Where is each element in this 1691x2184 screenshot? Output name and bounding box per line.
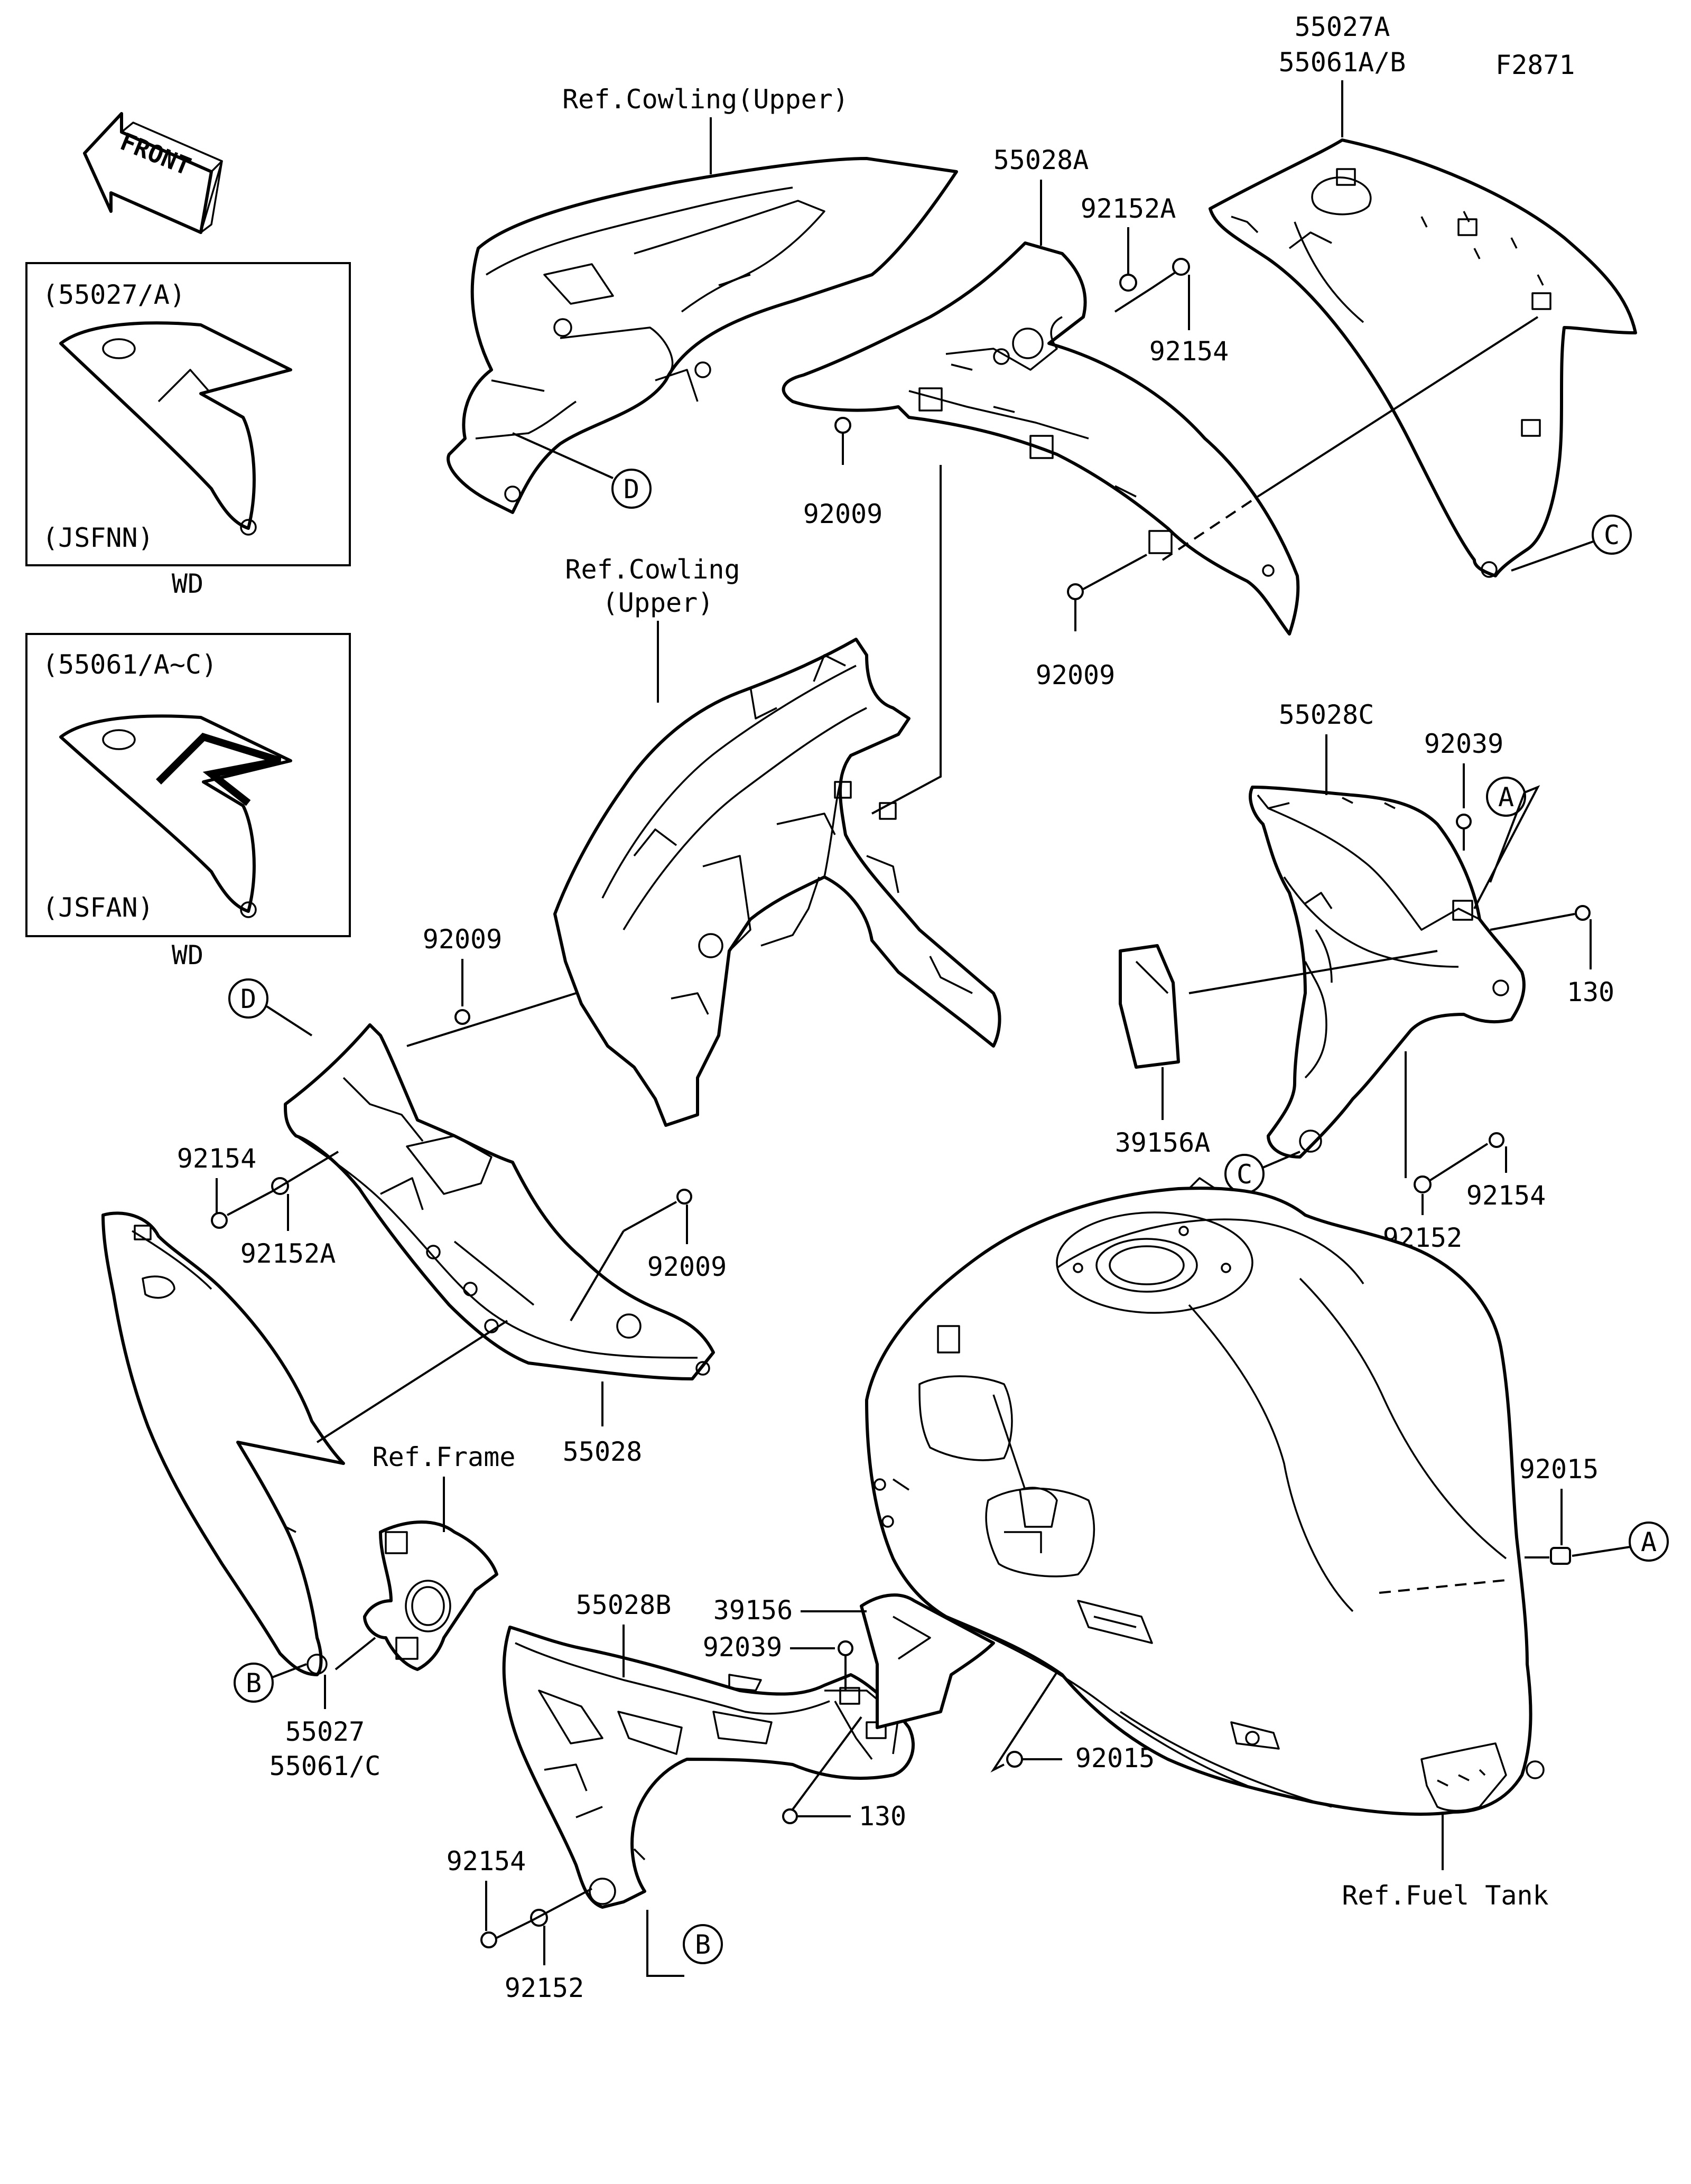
marker-D-top <box>611 469 652 509</box>
label-92152A-top: 92152A <box>1081 193 1176 224</box>
washer-icon <box>1119 274 1137 292</box>
figure-code: F2871 <box>1495 50 1575 80</box>
label-130-right: 130 <box>1567 977 1614 1007</box>
label-55061AB: 55061A/B <box>1279 47 1406 78</box>
marker-B-bottom <box>683 1924 723 1964</box>
marker-B-label-left: B <box>246 1668 262 1698</box>
inset-1-title: (55027/A) <box>42 279 185 310</box>
bolt-icon <box>1172 258 1190 276</box>
inset-55027: (55027/A) (JSFNN) <box>25 262 351 566</box>
marker-C-label-right: C <box>1237 1159 1252 1190</box>
clip-icon <box>838 1640 853 1656</box>
label-55028C: 55028C <box>1279 699 1374 730</box>
grommet-icon <box>1550 1547 1571 1565</box>
marker-B-left <box>234 1663 274 1703</box>
label-92039-right: 92039 <box>1424 729 1504 759</box>
label-92154-right: 92154 <box>1466 1180 1546 1211</box>
ref-cowling-upper-1: Ref.Cowling(Upper) <box>562 84 849 115</box>
clip-icon <box>1456 814 1472 829</box>
part-55028 <box>284 1023 715 1380</box>
part-39156 <box>860 1593 995 1729</box>
inset-55061: (55061/A~C) (JSFAN) <box>25 633 351 937</box>
label-39156: 39156 <box>713 1595 793 1626</box>
label-92154-top: 92154 <box>1149 336 1229 367</box>
bolt-icon <box>1575 905 1591 921</box>
washer-icon <box>1414 1175 1432 1193</box>
frame-bracket <box>553 638 1001 1127</box>
label-92009-mid: 92009 <box>1036 660 1116 690</box>
marker-A-far-right <box>1629 1522 1669 1562</box>
label-130-bottom: 130 <box>859 1801 906 1832</box>
inset-1-code: (JSFNN) <box>42 522 154 553</box>
label-92009-left2: 92009 <box>647 1252 727 1282</box>
label-92152A-left: 92152A <box>240 1238 336 1269</box>
label-55028B: 55028B <box>576 1590 672 1620</box>
label-92154-bottom: 92154 <box>447 1846 526 1877</box>
label-55027: 55027 <box>285 1716 365 1747</box>
bolt-icon <box>1067 583 1084 600</box>
bolt-icon <box>1489 1132 1504 1148</box>
marker-D-left <box>228 978 268 1019</box>
ref-cowling-upper-2b: (Upper) <box>602 587 714 618</box>
label-92009-top: 92009 <box>803 499 883 529</box>
upper-cowling-ref <box>447 157 958 514</box>
marker-A-right <box>1486 777 1526 817</box>
ref-cowling-upper-2a: Ref.Cowling <box>565 554 740 585</box>
label-92015-right: 92015 <box>1519 1454 1599 1485</box>
marker-A-label-right: A <box>1498 782 1514 813</box>
ref-frame: Ref.Frame <box>373 1442 516 1472</box>
marker-A-label-far-right: A <box>1641 1527 1657 1557</box>
inset-2-code: (JSFAN) <box>42 892 154 923</box>
label-92152-bottom: 92152 <box>505 1973 584 2003</box>
front-arrow-icon: FRONT <box>83 112 223 234</box>
label-55061C: 55061/C <box>270 1751 381 1781</box>
bolt-icon <box>782 1808 798 1824</box>
part-55028C <box>1249 786 1526 1159</box>
part-39156A <box>1119 944 1180 1069</box>
label-92039-bottom: 92039 <box>703 1632 783 1663</box>
marker-C-label: C <box>1604 520 1620 550</box>
marker-C-top <box>1592 515 1632 555</box>
inset-2-title: (55061/A~C) <box>42 649 217 680</box>
bolt-icon <box>211 1212 228 1229</box>
frame-mount-ref <box>363 1520 498 1671</box>
part-55028B <box>502 1626 915 1909</box>
label-92154-left: 92154 <box>177 1143 257 1174</box>
part-55027 <box>101 1211 345 1676</box>
fuel-tank-ref <box>865 1177 1545 1816</box>
bolt-icon <box>480 1931 497 1948</box>
part-55027A <box>1209 138 1637 578</box>
marker-D-label-left: D <box>240 984 256 1014</box>
bolt-icon <box>676 1189 692 1205</box>
inset-1-caption: WD <box>172 568 203 599</box>
label-92015-bottom: 92015 <box>1075 1743 1155 1774</box>
label-55028: 55028 <box>563 1436 643 1467</box>
marker-D-label: D <box>624 474 639 505</box>
label-55028A: 55028A <box>993 145 1089 175</box>
part-55028A <box>782 241 1300 636</box>
bolt-icon <box>834 417 851 434</box>
label-39156A: 39156A <box>1115 1127 1211 1158</box>
bolt-icon <box>454 1009 470 1025</box>
inset-2-caption: WD <box>172 940 203 970</box>
grommet-icon <box>1006 1751 1023 1768</box>
label-92009-left: 92009 <box>423 924 503 955</box>
label-55027A: 55027A <box>1295 12 1390 42</box>
ref-fuel-tank: Ref.Fuel Tank <box>1342 1880 1548 1911</box>
marker-B-label-bottom: B <box>695 1929 711 1960</box>
